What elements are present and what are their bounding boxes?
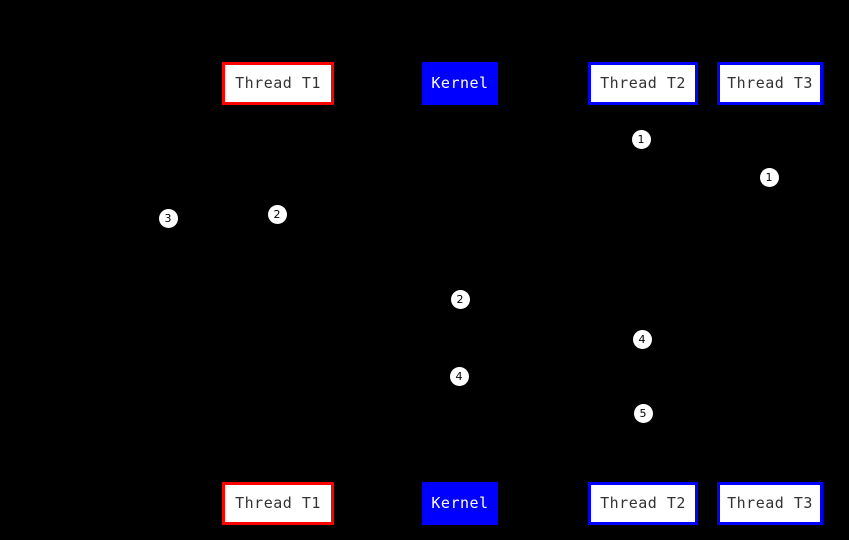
participant-box-kernel-top[interactable]: Kernel (422, 62, 498, 105)
participant-box-t1-bottom[interactable]: Thread T1 (222, 482, 334, 525)
participant-box-t1-top[interactable]: Thread T1 (222, 62, 334, 105)
participant-box-t2-top[interactable]: Thread T2 (588, 62, 698, 105)
step-marker-mk-2: 1 (759, 167, 779, 187)
participant-label: Thread T1 (235, 74, 321, 92)
step-marker-mk-1: 1 (631, 129, 651, 149)
message-arrow-m4 (168, 218, 278, 219)
lifeline-t2 (643, 105, 644, 482)
step-marker-mk-6: 4 (632, 329, 652, 349)
lifeline-t3 (770, 105, 771, 482)
step-marker-mk-7: 4 (449, 366, 469, 386)
participant-label: Kernel (431, 494, 489, 512)
participant-label: Thread T2 (600, 494, 686, 512)
participant-label: Thread T2 (600, 74, 686, 92)
step-marker-mk-8: 5 (633, 403, 653, 423)
lifeline-t1 (278, 105, 279, 482)
participant-box-kernel-bottom[interactable]: Kernel (422, 482, 498, 525)
participant-label: Kernel (431, 74, 489, 92)
participant-label: Thread T3 (727, 494, 813, 512)
step-marker-mk-5: 2 (450, 289, 470, 309)
participant-label: Thread T1 (235, 494, 321, 512)
participant-box-t2-bottom[interactable]: Thread T2 (588, 482, 698, 525)
step-marker-mk-4: 2 (267, 204, 287, 224)
step-marker-mk-3: 3 (158, 208, 178, 228)
participant-box-t3-top[interactable]: Thread T3 (717, 62, 823, 105)
participant-box-t3-bottom[interactable]: Thread T3 (717, 482, 823, 525)
participant-label: Thread T3 (727, 74, 813, 92)
